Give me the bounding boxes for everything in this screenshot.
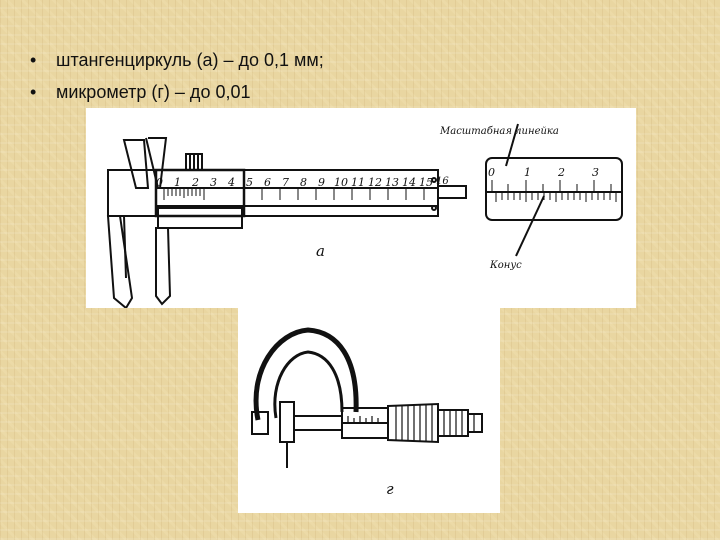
scale-number: 8: [300, 176, 307, 189]
scale-number: 6: [264, 176, 271, 189]
scale-number: 3: [210, 176, 217, 189]
scale-number: 15: [419, 176, 433, 189]
bullet-list: • штангенциркуль (а) – до 0,1 мм; • микр…: [30, 44, 324, 108]
detail-number: 1: [524, 166, 531, 179]
bullet-marker: •: [30, 82, 37, 102]
scale-number: 1: [174, 176, 181, 189]
micrometer-knurl: [347, 404, 475, 442]
label-cone: Конус: [489, 260, 522, 271]
scale-number: 10: [334, 176, 348, 189]
figure-caliper-panel: 0 1 2 3 4 5 6 7 8 9 10 11 12 13 14 15 16…: [86, 108, 636, 310]
figure-label-a: а: [316, 242, 325, 260]
micrometer-frame: [253, 327, 359, 421]
scale-number: 5: [246, 176, 253, 189]
label-ruler: Масштабная линейка: [439, 126, 559, 137]
scale-detail-ruler: [485, 157, 623, 221]
micrometer-anvil: [251, 411, 269, 435]
scale-detail-ticks: [491, 180, 617, 202]
micrometer-lock: [279, 401, 295, 443]
caliper-drawing: 0 1 2 3 4 5 6 7 8 9 10 11 12 13 14 15 16…: [106, 123, 623, 310]
detail-number: 3: [592, 166, 599, 179]
scale-number: 14: [402, 176, 416, 189]
scale-number: 16: [436, 176, 449, 187]
scale-number: 7: [282, 176, 289, 189]
scale-number: 9: [318, 176, 325, 189]
micrometer-thimble: [387, 402, 439, 444]
bullet-micrometer: • микрометр (г) – до 0,01: [30, 76, 324, 108]
caliper-upper-fixed-jaw: [122, 139, 150, 189]
scale-number: 4: [227, 176, 235, 189]
caliper-main-beam: [107, 169, 439, 217]
scale-detail: [485, 123, 623, 257]
bullet-marker: •: [30, 50, 37, 70]
scale-number: 2: [191, 176, 199, 189]
caliper-lower-moving-jaw: [155, 227, 172, 306]
caliper-upper-moving-jaw: [148, 137, 168, 189]
bullet-text: микрометр (г) – до 0,01: [56, 82, 251, 102]
micrometer-ratchet: [437, 409, 469, 437]
bullet-caliper: • штангенциркуль (а) – до 0,1 мм;: [30, 44, 324, 76]
figure-label-g: г: [386, 480, 394, 498]
scale-number: 0: [156, 176, 163, 189]
caliper-scale-numbers: 0 1 2 3 4 5 6 7 8 9 10 11 12 13 14 15 16: [156, 176, 449, 189]
micrometer-drawing: г: [251, 327, 483, 498]
bullet-text: штангенциркуль (а) – до 0,1 мм;: [56, 50, 324, 70]
detail-number: 2: [557, 166, 565, 179]
caliper-lower-fixed-jaw: [106, 215, 134, 310]
detail-number: 0: [488, 166, 495, 179]
caliper-main-scale-ticks: [163, 188, 425, 200]
scale-detail-numbers: 0 1 2 3: [488, 166, 599, 179]
figure-micrometer-panel: г: [238, 308, 500, 513]
scale-number: 12: [368, 176, 382, 189]
scale-number: 13: [385, 176, 399, 189]
scale-number: 11: [351, 176, 365, 189]
micrometer-spindle: [293, 415, 343, 431]
